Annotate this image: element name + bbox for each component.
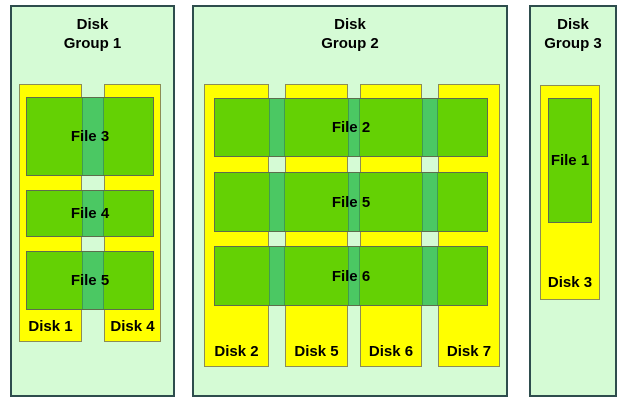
group-title-line-1: Disk [334,16,366,33]
disk-group-1-title: Disk Group 1 [12,15,173,53]
file-3-stripe: File 3 [26,97,154,176]
file-5-label-group-2: File 5 [331,193,371,211]
file-3-segment-disk-1 [27,98,82,175]
group-title-line-2: Group 3 [544,35,602,52]
file-5-segment-disk-5 [285,173,348,231]
file-6-stripe: File 6 [214,246,488,306]
file-4-label: File 4 [70,205,110,222]
file-6-label: File 6 [331,267,371,285]
file-5-segment-disk-2 [215,173,269,231]
group-title-line-2: Group 1 [63,35,122,52]
file-2-segment-gap-3 [422,99,438,156]
file-6-segment-disk-2 [215,247,269,305]
disk-6-label: Disk 6 [368,343,414,360]
disk-group-1: Disk Group 1 Disk 1 Disk 4 File 3 File 4… [10,5,175,397]
file-5-stripe-group-2: File 5 [214,172,488,232]
file-4-segment-gap [82,191,104,236]
disk-group-3-title: Disk Group 3 [531,15,615,53]
file-2-stripe: File 2 [214,98,488,157]
disk-2-label: Disk 2 [214,343,259,360]
disk-1-label: Disk 1 [28,318,73,335]
file-5-segment-gap-1 [269,173,285,231]
file-5-segment-disk-6 [360,173,422,231]
file-2-segment-gap-1 [269,99,285,156]
file-3-segment-gap [82,98,104,175]
disk-3-label: Disk 3 [547,274,593,291]
file-5-segment-disk-7 [438,173,487,231]
file-2-segment-disk-7 [438,99,487,156]
file-2-segment-disk-6 [360,99,422,156]
file-5-stripe-group-1: File 5 [26,251,154,310]
file-5-segment-gap-2 [348,173,360,231]
file-3-label: File 3 [70,128,110,145]
disk-5-label: Disk 5 [294,343,339,360]
file-5-label-group-1: File 5 [70,272,110,289]
file-5-segment-disk-4 [104,252,153,309]
file-4-segment-disk-4 [104,191,153,236]
file-1-block: File 1 [548,98,592,223]
disk-group-2-title: Disk Group 2 [194,15,506,53]
file-2-segment-gap-2 [348,99,360,156]
file-6-segment-gap-2 [348,247,360,305]
file-5-segment-gap [82,252,104,309]
file-4-stripe: File 4 [26,190,154,237]
file-2-segment-disk-2 [215,99,269,156]
group-title-line-2: Group 2 [321,35,379,52]
file-6-segment-disk-6 [360,247,422,305]
disk-group-3: Disk Group 3 Disk 3 File 1 [529,5,617,397]
file-4-segment-disk-1 [27,191,82,236]
disk-group-2: Disk Group 2 Disk 2 Disk 5 Disk 6 Disk 7… [192,5,508,397]
file-6-segment-gap-1 [269,247,285,305]
file-6-segment-disk-5 [285,247,348,305]
file-5-segment-gap-3 [422,173,438,231]
file-5-segment-disk-1 [27,252,82,309]
file-2-label: File 2 [331,119,371,136]
file-6-segment-gap-3 [422,247,438,305]
file-1-label: File 1 [550,152,590,169]
file-6-segment-disk-7 [438,247,487,305]
file-3-segment-disk-4 [104,98,153,175]
disk-4-label: Disk 4 [110,318,155,335]
file-2-segment-disk-5 [285,99,348,156]
disk-7-label: Disk 7 [446,343,492,360]
group-title-line-1: Disk [76,16,109,33]
group-title-line-1: Disk [557,16,589,33]
